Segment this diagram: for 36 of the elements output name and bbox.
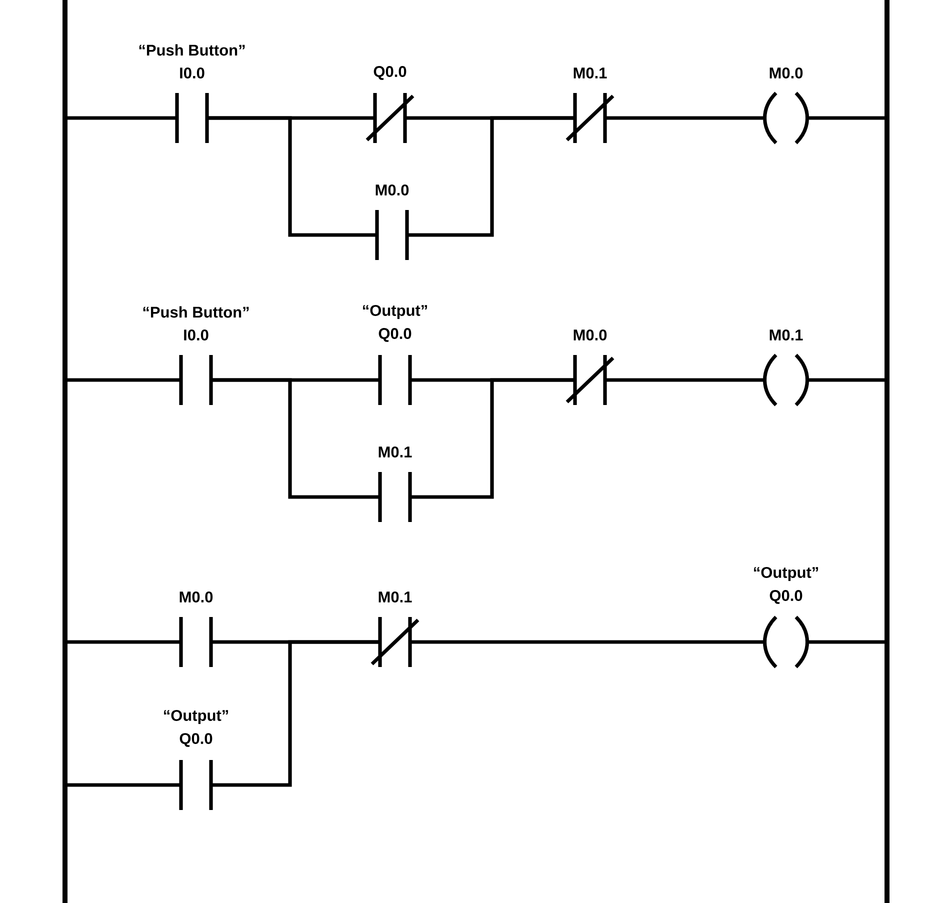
address-label: M0.0: [376, 184, 409, 196]
address-label: M0.1: [378, 446, 412, 458]
power-rail: [62, 0, 68, 903]
wire: [212, 378, 379, 499]
wire: [68, 378, 180, 382]
wire: [809, 116, 884, 120]
wire: [411, 640, 763, 644]
address-label: M0.1: [770, 330, 803, 340]
wire: [606, 378, 763, 382]
wire: [809, 640, 884, 644]
address-label: M0.0: [770, 68, 803, 78]
address-label: M0.1: [574, 68, 607, 78]
wire: [68, 783, 180, 787]
address-label: I0.0: [180, 68, 204, 78]
power-rail: [884, 0, 890, 903]
tag-label: “Output”: [363, 304, 427, 320]
address-label: M0.0: [180, 592, 213, 602]
wire: [208, 116, 376, 237]
tag-label: “Output”: [164, 710, 228, 724]
address-label: M0.0: [574, 330, 607, 340]
address-label: Q0.0: [770, 590, 802, 604]
wire: [68, 116, 176, 120]
tag-label: “Push Button”: [139, 44, 245, 56]
tag-label: “Output”: [754, 566, 818, 582]
address-label: Q0.0: [378, 328, 412, 342]
address-label: Q0.0: [374, 66, 406, 80]
wire: [68, 640, 180, 644]
tag-label: “Push Button”: [143, 306, 249, 318]
address-label: Q0.0: [180, 733, 212, 747]
wire: [411, 378, 574, 499]
address-label: M0.1: [378, 592, 412, 602]
wire: [408, 116, 574, 237]
wire: [212, 640, 379, 787]
wire: [606, 116, 763, 120]
address-label: I0.0: [184, 330, 208, 340]
wire: [809, 378, 884, 382]
